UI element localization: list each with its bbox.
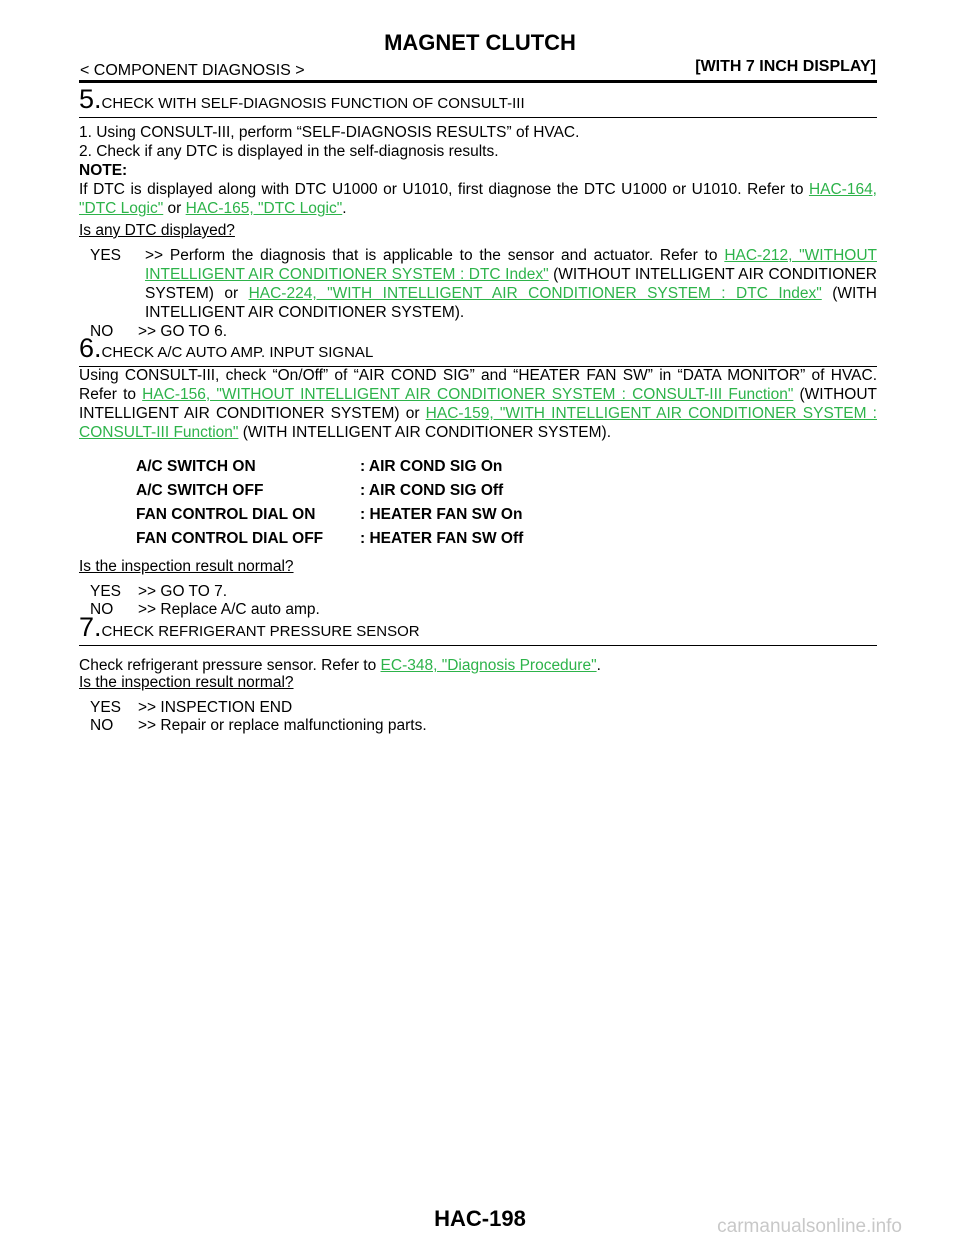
- step-6-body: Using CONSULT-III, check “On/Off” of “AI…: [79, 367, 877, 403]
- link-ec-348[interactable]: EC-348, "Diagnosis Procedure": [380, 657, 597, 674]
- value: : HEATER FAN SW Off: [360, 530, 524, 547]
- no-text: >> Repair or replace malfunctioning part…: [138, 717, 427, 734]
- condition: FAN CONTROL DIAL OFF: [136, 530, 324, 547]
- yes-key: YES: [90, 699, 122, 716]
- yes-key: YES: [90, 583, 122, 600]
- value: : AIR COND SIG Off: [360, 482, 504, 499]
- no-text: >> GO TO 6.: [138, 323, 228, 340]
- step-number: 6.: [79, 333, 102, 363]
- table-row: A/C SWITCH ON : AIR COND SIG On: [136, 458, 523, 482]
- step-6-yes: YES >> GO TO 7.: [90, 582, 877, 601]
- link-hac-212[interactable]: HAC-212, "WITHOUT INTELLIGENT AIR CONDIT…: [145, 247, 877, 283]
- no-key: NO: [90, 601, 114, 618]
- note-or: or: [163, 200, 186, 217]
- value: : AIR COND SIG On: [360, 458, 503, 475]
- step-7-body: Check refrigerant pressure sensor. Refer…: [79, 657, 381, 674]
- step-6-end: (WITH INTELLIGENT AIR CONDITIONER SYSTEM…: [238, 424, 612, 441]
- yes-key: YES: [90, 247, 122, 264]
- step-7-text: Check refrigerant pressure sensor. Refer…: [79, 656, 877, 675]
- step-7-yes: YES >> INSPECTION END: [90, 698, 877, 717]
- step-title: CHECK WITH SELF-DIAGNOSIS FUNCTION OF CO…: [101, 95, 525, 112]
- watermark: carmanualsonline.info: [717, 1216, 902, 1237]
- step-7-end: .: [596, 657, 601, 674]
- page-title: MAGNET CLUTCH: [384, 30, 576, 55]
- note-label: NOTE:: [79, 162, 128, 179]
- step-title: CHECK A/C AUTO AMP. INPUT SIGNAL: [101, 344, 374, 361]
- section-label: < COMPONENT DIAGNOSIS >: [80, 62, 305, 79]
- step-5-question: Is any DTC displayed?: [79, 222, 235, 239]
- page-number: HAC-198: [434, 1206, 526, 1231]
- step-5-heading: 5.CHECK WITH SELF-DIAGNOSIS FUNCTION OF …: [79, 84, 877, 118]
- table-row: FAN CONTROL DIAL ON : HEATER FAN SW On: [136, 506, 523, 530]
- yes-text: >> Perform the diagnosis that is applica…: [145, 247, 725, 264]
- yes-mid: (WITHOUT INTELLIGENT AIR CONDITIONER SYS…: [145, 266, 877, 302]
- link-hac-165[interactable]: HAC-165, "DTC Logic": [185, 200, 343, 217]
- step-6-no: NO >> Replace A/C auto amp.: [90, 600, 877, 619]
- note-text: If DTC is displayed along with DTC U1000…: [79, 180, 877, 218]
- variant-label: [WITH 7 INCH DISPLAY]: [695, 58, 876, 75]
- no-key: NO: [90, 717, 114, 734]
- step-number: 7.: [79, 612, 102, 642]
- step-number: 5.: [79, 84, 102, 114]
- step-7-heading: 7.CHECK REFRIGERANT PRESSURE SENSOR: [79, 612, 877, 646]
- link-hac-159[interactable]: HAC-159, "WITH INTELLIGENT AIR CONDITION…: [79, 405, 877, 441]
- table-row: FAN CONTROL DIAL OFF : HEATER FAN SW Off: [136, 530, 523, 554]
- link-hac-224[interactable]: HAC-224, "WITH INTELLIGENT AIR CONDITION…: [248, 285, 822, 302]
- link-hac-164[interactable]: HAC-164, "DTC Logic": [79, 181, 877, 217]
- signal-table: A/C SWITCH ON : AIR COND SIG On A/C SWITC…: [136, 458, 523, 554]
- step-5-no: NO >> GO TO 6.: [90, 322, 877, 341]
- step-5-line-2: 2. Check if any DTC is displayed in the …: [79, 143, 499, 160]
- condition: A/C SWITCH ON: [136, 458, 256, 475]
- step-5-line-1: 1. Using CONSULT-III, perform “SELF-DIAG…: [79, 124, 580, 141]
- yes-body: >> Perform the diagnosis that is applica…: [145, 246, 877, 322]
- no-key: NO: [90, 323, 114, 340]
- link-hac-156[interactable]: HAC-156, "WITHOUT INTELLIGENT AIR CONDIT…: [142, 386, 794, 403]
- yes-text: >> GO TO 7.: [138, 583, 228, 600]
- step-6-text: Using CONSULT-III, check “On/Off” of “AI…: [79, 366, 877, 442]
- note-body: If DTC is displayed along with DTC U1000…: [79, 181, 809, 198]
- step-6-question: Is the inspection result normal?: [79, 558, 294, 575]
- condition: A/C SWITCH OFF: [136, 482, 264, 499]
- step-title: CHECK REFRIGERANT PRESSURE SENSOR: [101, 623, 420, 640]
- note-end: .: [342, 200, 347, 217]
- value: : HEATER FAN SW On: [360, 506, 523, 523]
- condition: FAN CONTROL DIAL ON: [136, 506, 316, 523]
- no-text: >> Replace A/C auto amp.: [138, 601, 320, 618]
- step-7-no: NO >> Repair or replace malfunctioning pa…: [90, 716, 877, 735]
- step-5-yes: YES >> Perform the diagnosis that is app…: [90, 246, 877, 322]
- step-6-mid: (WITHOUT INTELLIGENT AIR CONDITIONER SYS…: [79, 386, 877, 422]
- yes-end: (WITH INTELLIGENT AIR CONDITIONER SYSTEM…: [145, 285, 877, 321]
- yes-text: >> INSPECTION END: [138, 699, 293, 716]
- table-row: A/C SWITCH OFF : AIR COND SIG Off: [136, 482, 523, 506]
- step-7-question: Is the inspection result normal?: [79, 674, 294, 691]
- step-6-heading: 6.CHECK A/C AUTO AMP. INPUT SIGNAL: [79, 333, 877, 367]
- header-rule: [79, 80, 877, 83]
